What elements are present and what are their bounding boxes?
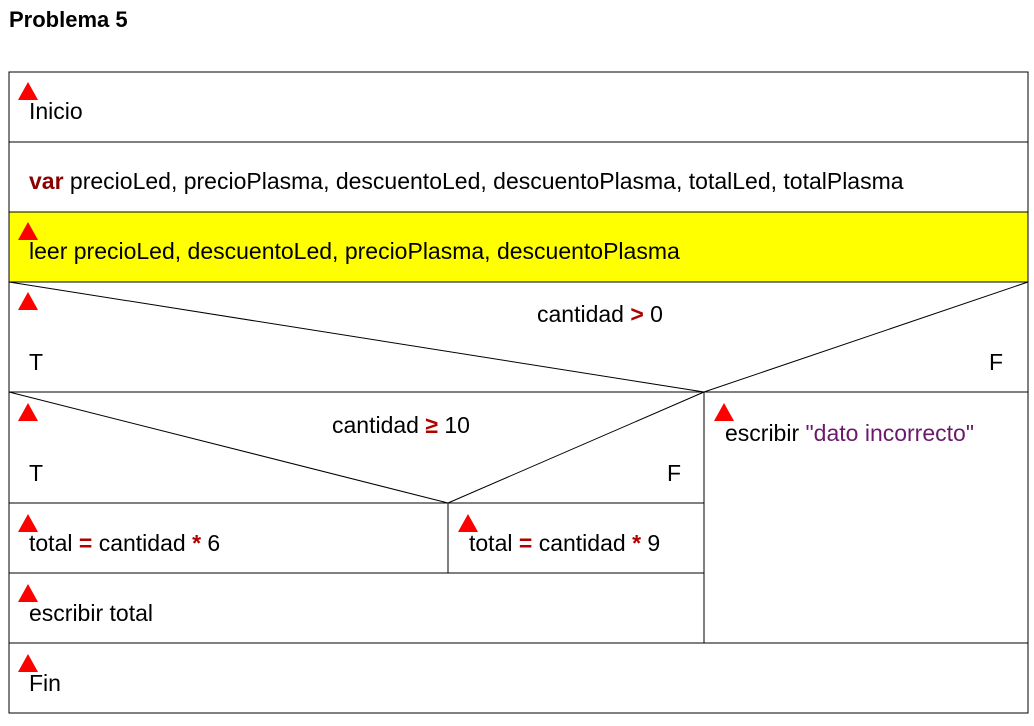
leer-highlight: [9, 212, 1028, 282]
var-list: precioLed, precioPlasma, descuentoLed, d…: [63, 168, 904, 194]
total9-mul: *: [632, 530, 642, 556]
cond1-diagonal-right: [703, 281, 1029, 393]
block-fin: Fin: [29, 670, 61, 696]
marker-triangle-icon: [18, 292, 38, 310]
marker-triangle-icon: [18, 584, 38, 602]
total6-factor: 6: [201, 530, 221, 556]
block-var: var precioLed, precioPlasma, descuentoLe…: [29, 170, 904, 193]
escribir-error-cmd: escribir: [725, 420, 806, 446]
total9-eq: =: [518, 530, 533, 556]
marker-triangle-icon: [18, 654, 38, 672]
block-leer: leer precioLed, descuentoLed, precioPlas…: [29, 238, 680, 264]
marker-triangle-icon: [18, 222, 38, 240]
block-escribir-total: escribir total: [29, 600, 153, 626]
cond2-diagonal-left: [8, 391, 449, 504]
cond2-expression: cantidad ≥ 10: [332, 414, 470, 437]
marker-triangle-icon: [458, 514, 478, 532]
cond2-right: 10: [437, 412, 470, 438]
cond1-diagonal-left: [8, 281, 705, 393]
cond2-true-label: T: [29, 460, 44, 486]
var-keyword: var: [29, 168, 64, 194]
cond2-operator: ≥: [425, 412, 438, 438]
cond2-diagonal-right: [447, 391, 705, 504]
total9-var: total: [469, 530, 519, 556]
escribir-error-string: "dato incorrecto": [805, 420, 974, 446]
page-title: Problema 5: [9, 7, 128, 32]
block-inicio: Inicio: [29, 98, 83, 124]
total9-factor: 9: [641, 530, 661, 556]
cond1-operator: >: [630, 301, 644, 327]
cond1-expression: cantidad > 0: [537, 303, 663, 326]
total9-cantidad: cantidad: [532, 530, 633, 556]
marker-triangle-icon: [18, 82, 38, 100]
cond2-left: cantidad: [332, 412, 426, 438]
cond1-left: cantidad: [537, 301, 631, 327]
total6-var: total: [29, 530, 79, 556]
marker-triangle-icon: [18, 403, 38, 421]
cond1-right: 0: [643, 301, 663, 327]
block-total-6: total = cantidad * 6: [29, 532, 220, 555]
marker-triangle-icon: [18, 514, 38, 532]
block-escribir-error: escribir "dato incorrecto": [725, 422, 974, 445]
total6-cantidad: cantidad: [92, 530, 193, 556]
marker-triangle-icon: [714, 403, 734, 421]
cond1-true-label: T: [29, 349, 44, 375]
cond2-false-label: F: [667, 460, 682, 486]
cond1-false-label: F: [989, 349, 1004, 375]
total6-mul: *: [192, 530, 202, 556]
block-total-9: total = cantidad * 9: [469, 532, 660, 555]
total6-eq: =: [78, 530, 93, 556]
